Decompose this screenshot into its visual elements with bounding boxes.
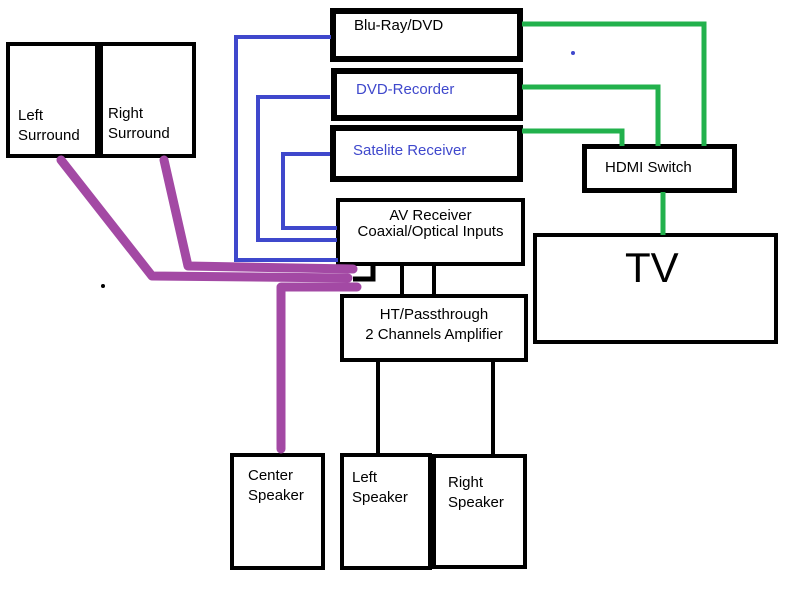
cable-satellite-to-av	[281, 152, 337, 230]
left-speaker-box: Left Speaker	[340, 453, 432, 570]
left-speaker-label-line2: Speaker	[352, 489, 408, 506]
ht-amplifier-box: HT/Passthrough 2 Channels Amplifier	[340, 294, 528, 362]
left-surround-label-line2: Surround	[18, 127, 80, 144]
right-speaker-box: Right Speaker	[432, 454, 527, 569]
left-speaker-label-line1: Left	[352, 469, 378, 486]
av-receiver-box: AV Receiver Coaxial/Optical Inputs	[336, 198, 525, 266]
dvd-recorder-label: DVD-Recorder	[356, 81, 455, 98]
cable-leftsurround-to-av	[56, 155, 353, 283]
ht-amplifier-label: HT/Passthrough 2 Channels Amplifier	[344, 305, 524, 345]
hdmi-switch-box: HDMI Switch	[582, 144, 737, 193]
hdmi-switch-label: HDMI Switch	[605, 159, 692, 176]
tv-box: TV	[533, 233, 778, 344]
ht-amplifier-label-line1: HT/Passthrough	[379, 306, 489, 323]
bluray-dvd-label: Blu-Ray/DVD	[354, 17, 444, 34]
right-surround-label-line2: Surround	[108, 125, 170, 142]
av-receiver-label-line1: AV Receiver	[389, 207, 472, 224]
cable-bluray-to-hdmiswitch	[522, 21, 707, 146]
tv-label: TV	[625, 244, 679, 291]
right-surround-box: Right Surround	[99, 42, 196, 158]
cable-rightsurround-to-av	[159, 155, 358, 274]
av-speaker-terminal-hook	[353, 264, 376, 282]
left-surround-label-line1: Left	[18, 107, 44, 124]
center-speaker-label: Center Speaker	[248, 466, 304, 506]
left-surround-label: Left Surround	[18, 106, 80, 146]
av-receiver-label: AV Receiver Coaxial/Optical Inputs	[340, 208, 521, 240]
center-speaker-label-line1: Center	[248, 467, 294, 484]
bluray-dvd-box: Blu-Ray/DVD	[330, 8, 523, 62]
cable-bluray-to-av	[234, 35, 338, 262]
ht-amplifier-label-line2: 2 Channels Amplifier	[365, 326, 503, 343]
right-surround-label: Right Surround	[108, 104, 170, 144]
stray-blue-dot	[571, 51, 575, 55]
stray-black-dot	[101, 284, 105, 288]
cable-dvdrecorder-to-hdmiswitch	[522, 84, 661, 146]
satellite-receiver-box: Satelite Receiver	[330, 125, 523, 182]
av-receiver-label-line2: Coaxial/Optical Inputs	[357, 223, 504, 240]
cable-dvdrecorder-to-av	[256, 95, 337, 242]
right-speaker-label-line2: Speaker	[448, 494, 504, 511]
right-speaker-label-line1: Right	[448, 474, 484, 491]
center-speaker-box: Center Speaker	[230, 453, 325, 570]
right-speaker-label: Right Speaker	[448, 473, 504, 513]
dvd-recorder-box: DVD-Recorder	[331, 68, 523, 121]
right-surround-label-line1: Right	[108, 105, 144, 122]
center-speaker-label-line2: Speaker	[248, 487, 304, 504]
left-speaker-label: Left Speaker	[352, 468, 408, 508]
satellite-receiver-label: Satelite Receiver	[353, 142, 467, 159]
left-surround-box: Left Surround	[6, 42, 99, 158]
